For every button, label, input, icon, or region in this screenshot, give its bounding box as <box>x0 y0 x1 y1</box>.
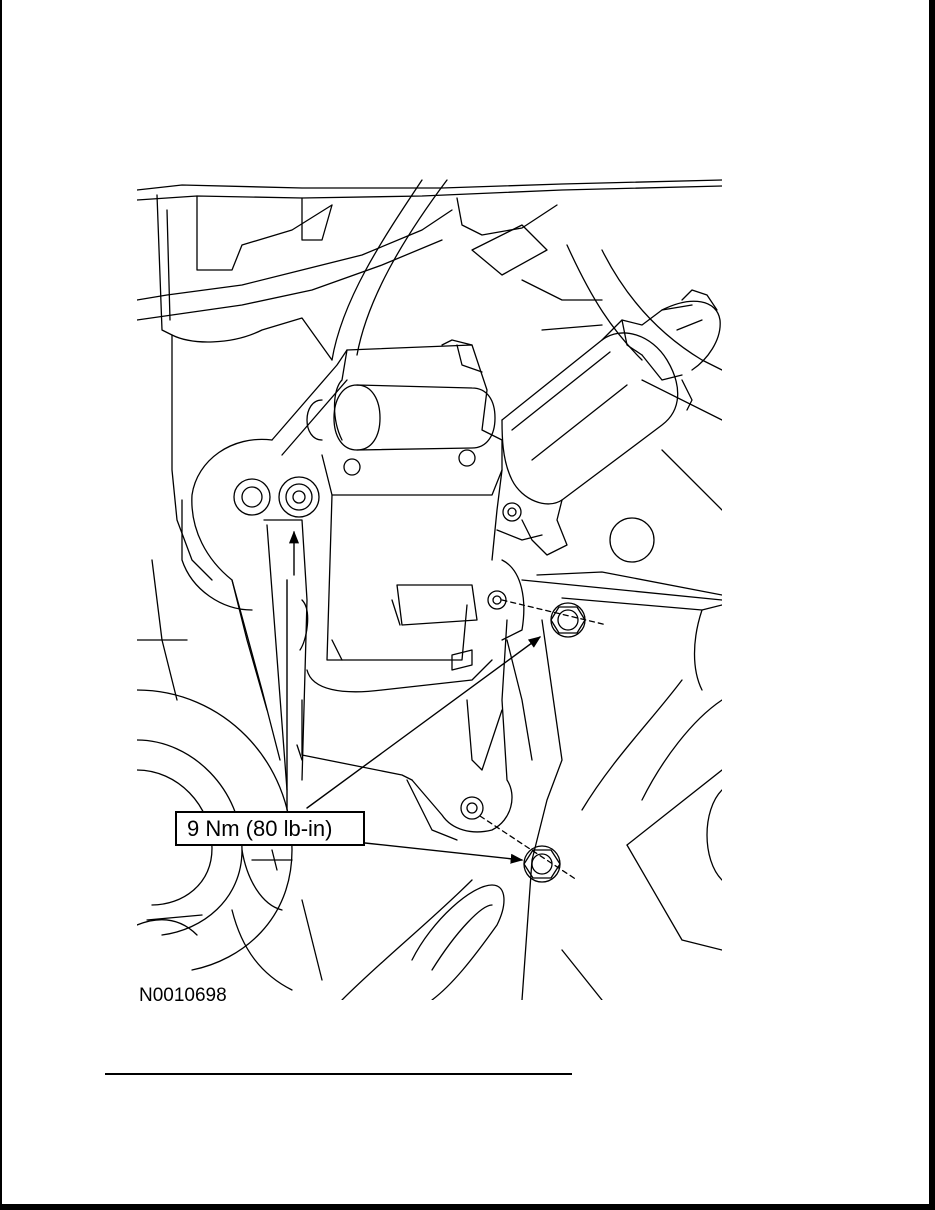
structure-curves <box>331 179 722 511</box>
lower-bracket <box>296 559 525 841</box>
motor-assembly <box>496 289 721 556</box>
dash-panel <box>137 179 722 701</box>
torque-callout: 9 Nm (80 lb-in) <box>175 811 365 846</box>
pivot-bracket <box>191 349 348 791</box>
horizontal-rule <box>105 1073 572 1075</box>
figure-id: N0010698 <box>139 985 227 1006</box>
lower-structures <box>137 639 603 1000</box>
alignment-lines <box>479 599 608 881</box>
nut-lower <box>523 845 561 883</box>
leader-arrows <box>286 530 542 864</box>
side-panel <box>506 517 722 1000</box>
nut-upper <box>550 602 586 638</box>
actuator-body <box>306 339 503 693</box>
